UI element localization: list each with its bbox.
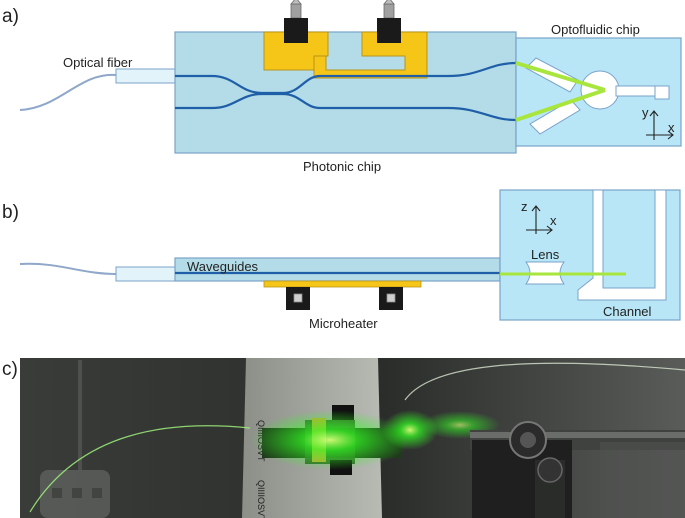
panel-c: c) QIIIIOSVT QIIIIOSVT: [2, 358, 685, 518]
setup-photo: QIIIIOSVT QIIIIOSVT: [20, 358, 685, 518]
axes-zx: [526, 205, 553, 235]
optical-fiber-a: [19, 73, 117, 111]
light-beam-lower: [515, 88, 606, 122]
heater-contact-right: [379, 287, 403, 310]
photonic-chip-label: Photonic chip: [303, 159, 381, 174]
contact-pin-right: [377, 0, 401, 43]
contact-pin-left: [284, 0, 308, 43]
panel-a: a) Optical fiber Photonic chip Optofluid…: [2, 0, 682, 174]
optical-fiber-b: [19, 262, 117, 275]
waveguide-input: [175, 61, 517, 95]
panel-b: b) Waveguides Microheater Lens Channel: [2, 189, 681, 331]
optical-fiber-label: Optical fiber: [63, 55, 133, 70]
microheater-side: [263, 280, 422, 288]
lens-label: Lens: [531, 247, 560, 262]
microheater-label: Microheater: [309, 316, 378, 331]
axis-y-label: y: [642, 105, 649, 120]
photonic-chip: [174, 31, 517, 154]
microheater-a: [263, 31, 428, 79]
waveguides-label: Waveguides: [187, 259, 259, 274]
panel-b-label: b): [2, 202, 19, 223]
photo-text-2: QIIIIOSVT: [256, 480, 266, 518]
fluidic-channel-end: [654, 85, 670, 100]
fiber-ferrule-a: [115, 68, 176, 84]
panel-c-label: c): [2, 359, 18, 380]
axis-z-label: z: [521, 199, 528, 214]
axis-x-label-a: x: [668, 120, 675, 135]
channel-label: Channel: [603, 304, 652, 319]
optofluidic-chip-label: Optofluidic chip: [551, 22, 640, 37]
panel-a-label: a): [2, 6, 19, 27]
waveguide-lower: [175, 92, 517, 122]
axis-x-label-b: x: [550, 213, 557, 228]
heater-contact-left: [286, 287, 310, 310]
light-beam-upper: [515, 61, 606, 92]
fiber-ferrule-b: [115, 266, 176, 282]
axes-xy: [646, 110, 674, 140]
